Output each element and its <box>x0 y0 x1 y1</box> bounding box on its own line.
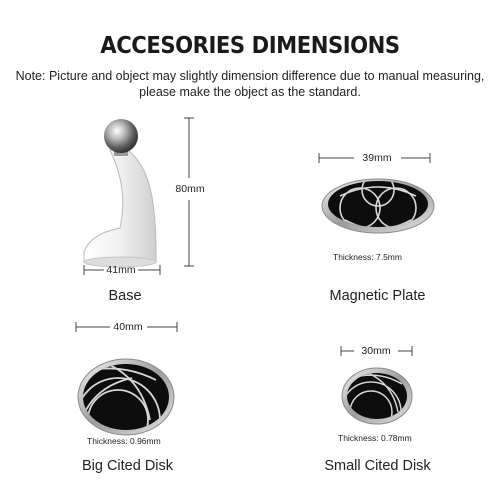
base-height-dimension <box>184 117 194 267</box>
plate-thickness-text: Thickness: 7.5mm <box>333 252 402 262</box>
disclaimer-note: Note: Picture and object may slightly di… <box>10 68 490 100</box>
big-disk-width-text: 40mm <box>113 321 143 333</box>
base-width-dimension <box>83 265 161 275</box>
small-disk-image <box>341 367 413 425</box>
small-disk-label: Small Cited Disk <box>324 458 431 474</box>
big-disk-thickness-text: Thickness: 0.96mm <box>87 436 161 446</box>
plate-width-dimension <box>318 153 431 163</box>
page-title: ACCESORIES DIMENSIONS <box>100 33 400 59</box>
note-line-2: please make the object as the standard. <box>139 85 361 99</box>
small-disk-thickness-text: Thickness: 0.78mm <box>338 433 412 443</box>
big-disk-width-dimension <box>75 322 178 332</box>
big-disk-label: Big Cited Disk <box>81 458 174 474</box>
base-stand-image <box>83 119 157 268</box>
magnetic-plate-label: Magnetic Plate <box>329 288 426 304</box>
big-disk-image <box>77 358 175 436</box>
plate-width-text: 39mm <box>362 152 392 164</box>
small-disk-width-text: 30mm <box>361 345 391 357</box>
base-height-text: 80mm <box>175 183 205 195</box>
small-disk-width-dimension <box>340 346 413 356</box>
note-line-1: Note: Picture and object may slightly di… <box>15 69 485 83</box>
base-width-text: 41mm <box>106 264 136 276</box>
magnetic-plate-image <box>321 178 435 234</box>
base-label: Base <box>108 288 142 304</box>
